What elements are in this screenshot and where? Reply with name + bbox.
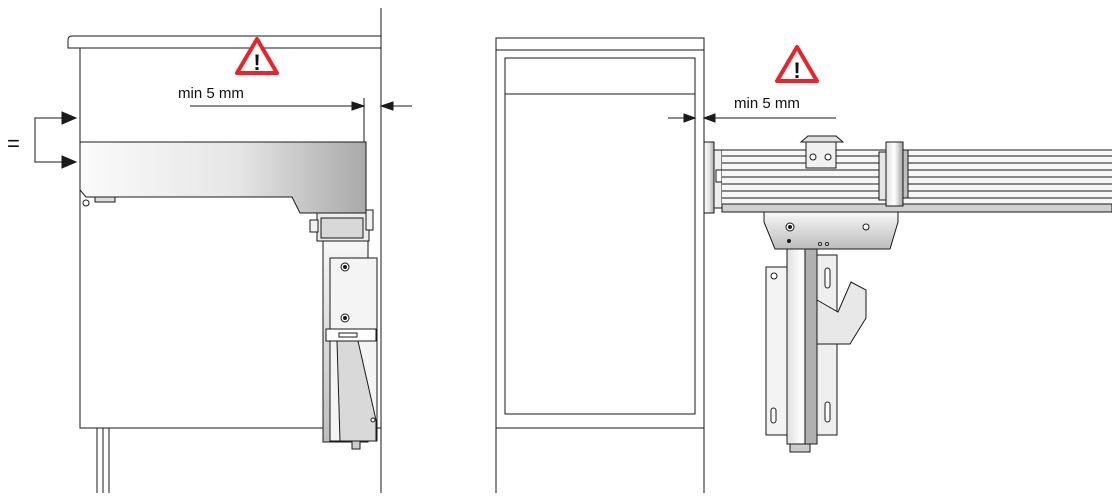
right-cabinet-top [495,37,705,51]
right-clearance-label: min 5 mm [734,95,800,112]
left-dim-arrow-left [379,101,394,111]
left-cabinet-legs [96,428,110,493]
right-vertical-carriage [765,248,867,453]
right-rail-top-clamp [799,135,845,169]
left-warning-triangle-icon: ! [235,37,279,75]
left-clearance-label: min 5 mm [178,85,244,102]
right-horizontal-rail-bundle [721,149,1112,213]
left-vertical-carriage [322,240,378,450]
equal-spacing-bracket [34,111,78,169]
right-front-view [495,37,1112,493]
right-cabinet-inner-frame [504,57,696,415]
right-mount-plate [763,211,899,250]
left-side-view [34,8,412,493]
left-dim-arrow-right [351,101,366,111]
left-rail-details [82,196,292,207]
right-rail-endcap [703,141,715,214]
right-rail-post [878,141,909,207]
right-warning-glyph: ! [793,58,800,83]
equal-symbol: = [7,131,20,156]
right-warning-triangle-icon: ! [775,45,819,83]
left-countertop [67,35,382,49]
left-warning-glyph: ! [253,50,260,75]
left-horizontal-rail [79,141,367,214]
left-mount-bracket [309,209,374,242]
